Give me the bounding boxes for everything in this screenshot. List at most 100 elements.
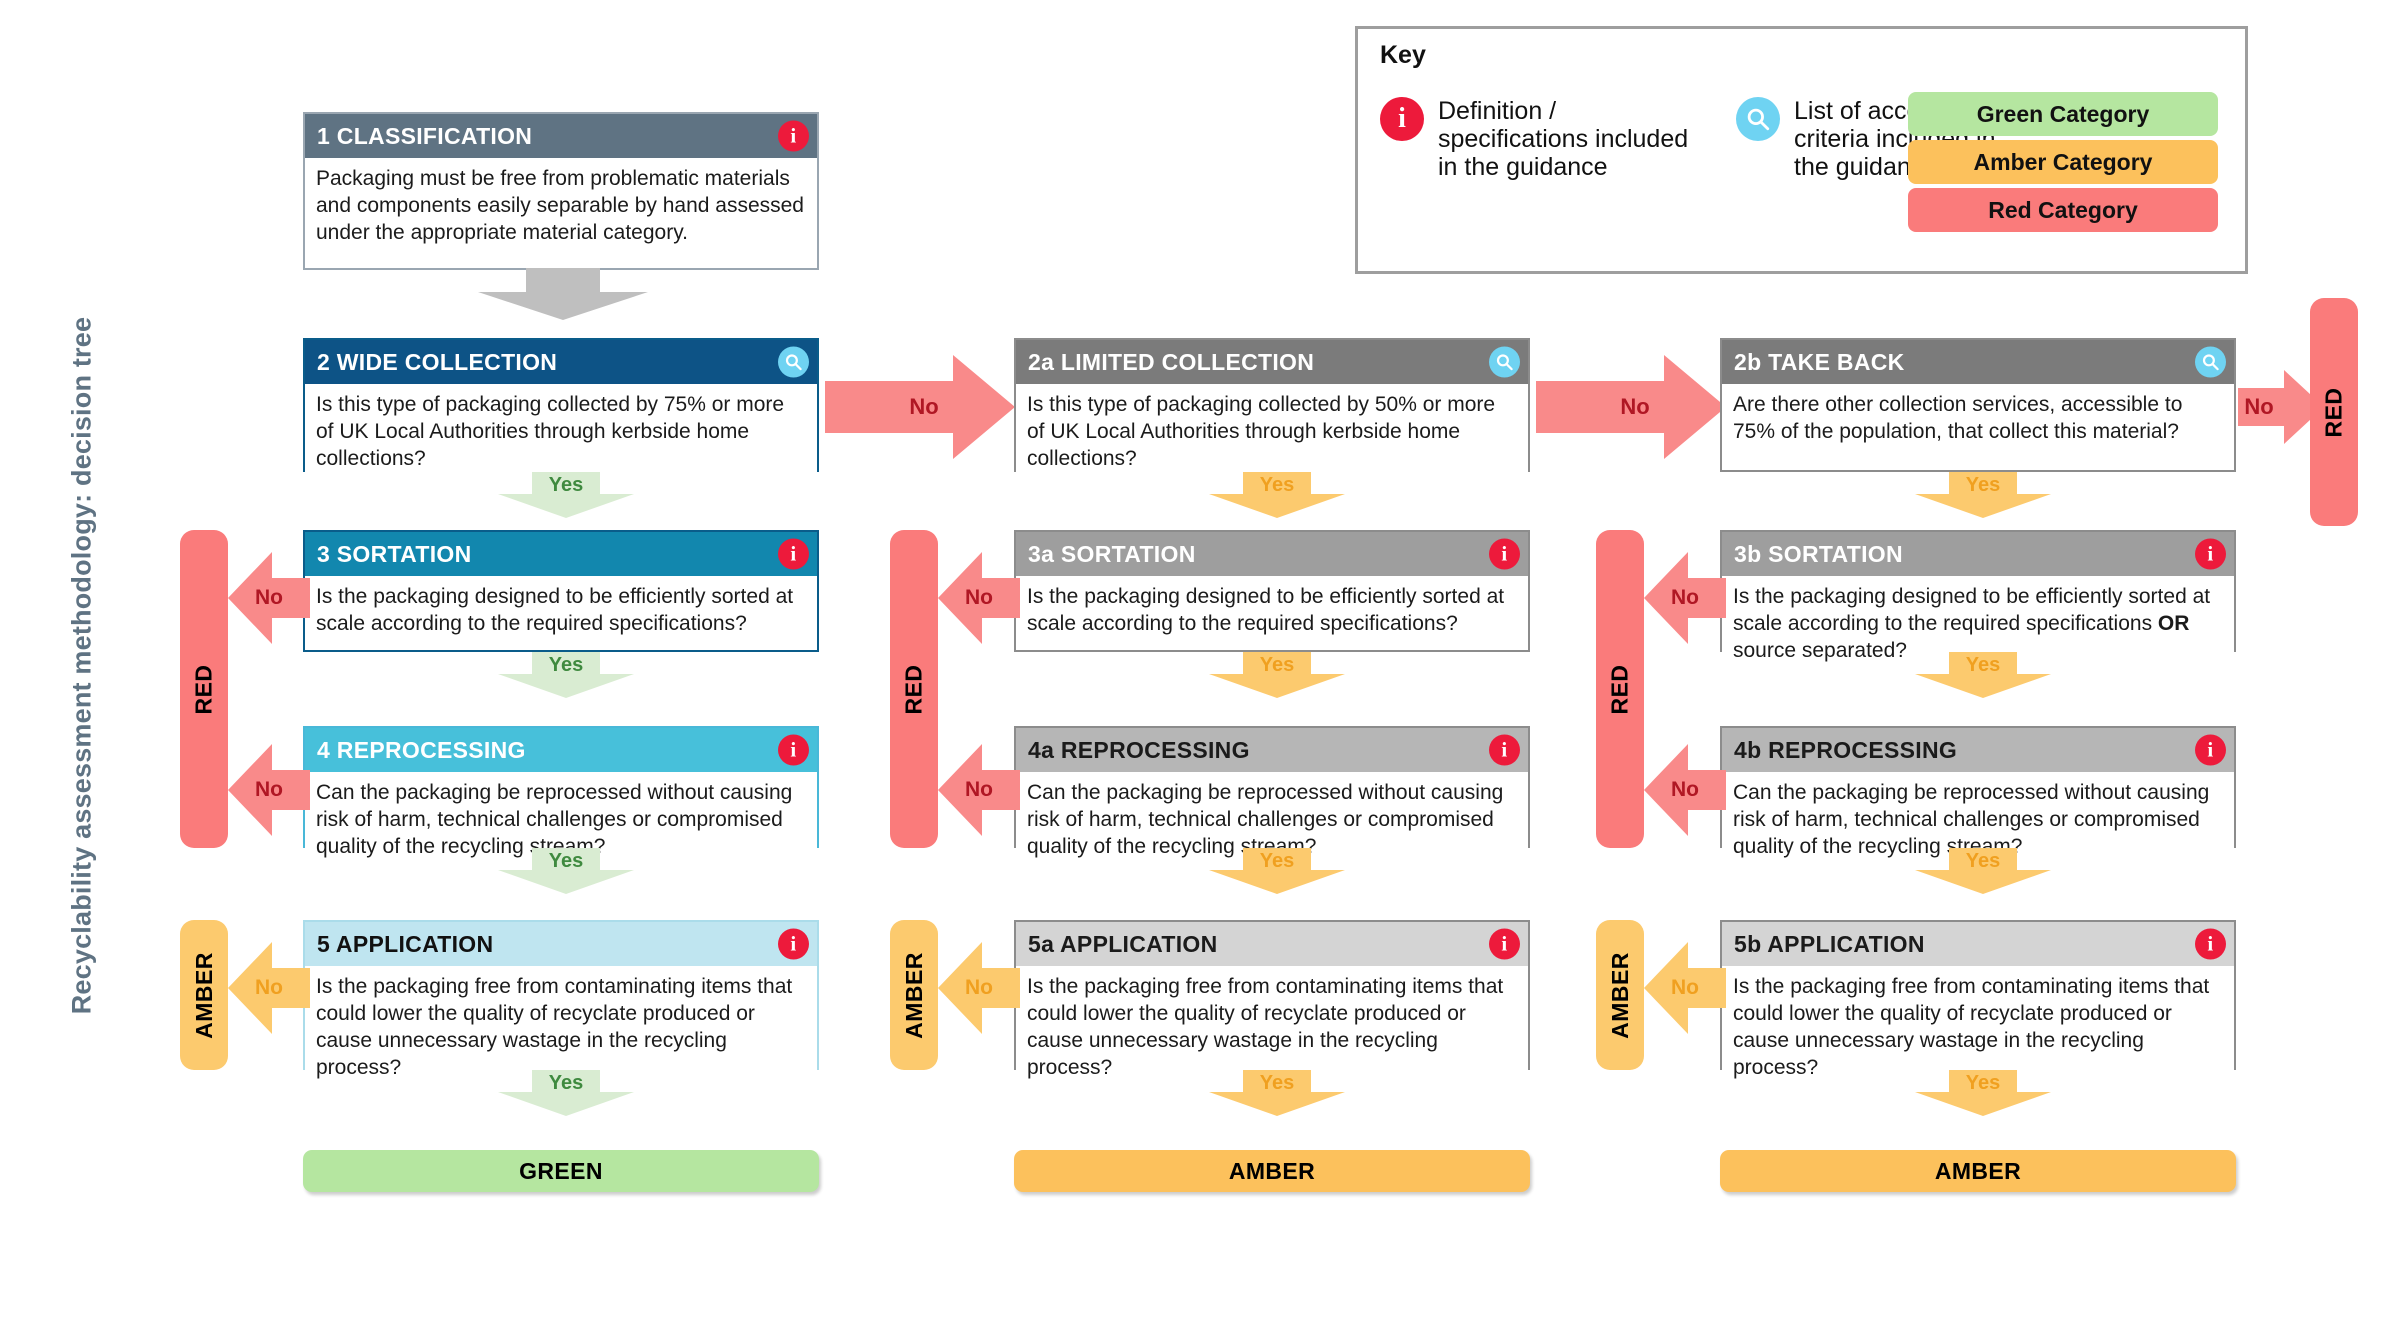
- step-header-sortation-a: 3a SORTATION i: [1016, 532, 1528, 576]
- no-label: No: [1620, 394, 1650, 419]
- search-icon[interactable]: [2195, 346, 2226, 378]
- info-icon[interactable]: i: [2195, 734, 2226, 766]
- no-label: No: [909, 394, 939, 419]
- yes-arrow-application-b-to-amber: Yes: [1915, 1070, 2051, 1116]
- outcome-pill-red-col3-label: RED: [1606, 663, 1633, 715]
- step-title-sortation-b: 3b SORTATION: [1734, 541, 1903, 567]
- no-label: No: [255, 976, 283, 999]
- no-label: No: [255, 586, 283, 609]
- no-label: No: [965, 586, 993, 609]
- step-header-sortation: 3 SORTATION i: [305, 532, 817, 576]
- no-label: No: [2244, 394, 2274, 419]
- step-title-take-back: 2b TAKE BACK: [1734, 349, 1905, 375]
- step-header-application: 5 APPLICATION i: [305, 922, 817, 966]
- step-box-classification[interactable]: 1 CLASSIFICATION i Packaging must be fre…: [303, 112, 819, 270]
- outcome-pill-red-far-right-label: RED: [2320, 386, 2347, 438]
- info-icon[interactable]: i: [2195, 928, 2226, 960]
- yes-label: Yes: [1965, 1072, 2001, 1094]
- outcome-pill-red-far-right: RED: [2310, 298, 2358, 526]
- step-header-limited-collection: 2a LIMITED COLLECTION: [1016, 340, 1528, 384]
- yes-arrow-reprocessing-to-application: Yes: [498, 848, 634, 894]
- step-box-reprocessing-a[interactable]: 4a REPROCESSING i Can the packaging be r…: [1014, 726, 1530, 871]
- outcome-pill-red-col1-label: RED: [190, 663, 217, 715]
- info-icon[interactable]: i: [778, 538, 809, 570]
- key-legend: Key i Definition / specifications includ…: [1355, 26, 2248, 274]
- no-arrow-application-a-to-amber: No: [938, 942, 1020, 1034]
- no-label: No: [965, 976, 993, 999]
- outcome-pill-red-col1: RED: [180, 530, 228, 848]
- result-bar-green: GREEN: [303, 1150, 819, 1192]
- step-box-application-a[interactable]: 5a APPLICATION i Is the packaging free f…: [1014, 920, 1530, 1092]
- no-arrow-application-to-amber: No: [228, 942, 310, 1034]
- step-header-application-a: 5a APPLICATION i: [1016, 922, 1528, 966]
- yes-label: Yes: [1965, 654, 2001, 676]
- yes-arrow-application-a-to-amber: Yes: [1209, 1070, 1345, 1116]
- no-label: No: [965, 778, 993, 801]
- step-box-reprocessing[interactable]: 4 REPROCESSING i Can the packaging be re…: [303, 726, 819, 871]
- step-title-wide-collection: 2 WIDE COLLECTION: [317, 349, 558, 375]
- yes-label: Yes: [1259, 474, 1295, 496]
- step-title-reprocessing: 4 REPROCESSING: [317, 737, 526, 763]
- step-title-classification: 1 CLASSIFICATION: [317, 123, 533, 149]
- step-text-sortation-a: Is the packaging designed to be efficien…: [1016, 576, 1528, 648]
- yes-arrow-wide-to-sortation: Yes: [498, 472, 634, 518]
- step-title-application: 5 APPLICATION: [317, 931, 494, 957]
- info-icon[interactable]: i: [1489, 538, 1520, 570]
- no-arrow-reprocessing-to-red: No: [228, 744, 310, 836]
- step-text-take-back: Are there other collection services, acc…: [1722, 384, 2234, 456]
- key-swatch-red: Red Category: [1908, 188, 2218, 232]
- no-arrow-sortation-b-to-red: No: [1644, 552, 1726, 644]
- info-icon[interactable]: i: [778, 928, 809, 960]
- step-header-reprocessing-a: 4a REPROCESSING i: [1016, 728, 1528, 772]
- yes-label: Yes: [1259, 1072, 1295, 1094]
- search-icon[interactable]: [778, 346, 809, 378]
- step-text-application-b: Is the packaging free from contaminating…: [1722, 966, 2234, 1092]
- info-icon[interactable]: i: [2195, 538, 2226, 570]
- yes-arrow-sortation-a-to-reprocessing-a: Yes: [1209, 652, 1345, 698]
- step-text-reprocessing: Can the packaging be reprocessed without…: [305, 772, 817, 871]
- result-bar-amber-col2: AMBER: [1014, 1150, 1530, 1192]
- step-box-application-b[interactable]: 5b APPLICATION i Is the packaging free f…: [1720, 920, 2236, 1092]
- outcome-pill-amber-col2-label: AMBER: [900, 951, 927, 1039]
- step-header-take-back: 2b TAKE BACK: [1722, 340, 2234, 384]
- step-title-application-b: 5b APPLICATION: [1734, 931, 1925, 957]
- yes-arrow-sortation-to-reprocessing: Yes: [498, 652, 634, 698]
- no-label: No: [1671, 778, 1699, 801]
- no-label: No: [255, 778, 283, 801]
- step-box-sortation-b[interactable]: 3b SORTATION i Is the packaging designed…: [1720, 530, 2236, 675]
- info-icon[interactable]: i: [1489, 928, 1520, 960]
- step-title-reprocessing-a: 4a REPROCESSING: [1028, 737, 1250, 763]
- yes-label: Yes: [1259, 654, 1295, 676]
- no-arrow-reprocessing-b-to-red: No: [1644, 744, 1726, 836]
- step-box-limited-collection[interactable]: 2a LIMITED COLLECTION Is this type of pa…: [1014, 338, 1530, 483]
- key-swatch-green: Green Category: [1908, 92, 2218, 136]
- info-icon[interactable]: i: [778, 734, 809, 766]
- key-item-definition-label: Definition / specifications included in …: [1438, 97, 1689, 181]
- step-box-wide-collection[interactable]: 2 WIDE COLLECTION Is this type of packag…: [303, 338, 819, 483]
- sortation-b-text-before: Is the packaging designed to be efficien…: [1733, 585, 2211, 635]
- step-box-application[interactable]: 5 APPLICATION i Is the packaging free fr…: [303, 920, 819, 1092]
- info-icon[interactable]: i: [778, 120, 809, 152]
- info-icon: i: [1380, 97, 1424, 141]
- key-item-definition: i Definition / specifications included i…: [1380, 97, 1710, 181]
- step-text-wide-collection: Is this type of packaging collected by 7…: [305, 384, 817, 483]
- step-box-take-back[interactable]: 2b TAKE BACK Are there other collection …: [1720, 338, 2236, 472]
- step-text-reprocessing-b: Can the packaging be reprocessed without…: [1722, 772, 2234, 871]
- no-arrow-application-b-to-amber: No: [1644, 942, 1726, 1034]
- yes-label: Yes: [548, 654, 584, 676]
- step-box-sortation[interactable]: 3 SORTATION i Is the packaging designed …: [303, 530, 819, 652]
- info-icon[interactable]: i: [1489, 734, 1520, 766]
- step-box-reprocessing-b[interactable]: 4b REPROCESSING i Can the packaging be r…: [1720, 726, 2236, 871]
- yes-arrow-reprocessing-a-to-application-a: Yes: [1209, 848, 1345, 894]
- yes-arrow-takeback-to-sortation-b: Yes: [1915, 472, 2051, 518]
- search-icon[interactable]: [1489, 346, 1520, 378]
- no-arrow-sortation-to-red: No: [228, 552, 310, 644]
- step-header-application-b: 5b APPLICATION i: [1722, 922, 2234, 966]
- step-text-sortation: Is the packaging designed to be efficien…: [305, 576, 817, 648]
- outcome-pill-amber-col1: AMBER: [180, 920, 228, 1070]
- step-title-reprocessing-b: 4b REPROCESSING: [1734, 737, 1958, 763]
- page-title: Recyclability assessment methodology: de…: [66, 316, 97, 1015]
- step-box-sortation-a[interactable]: 3a SORTATION i Is the packaging designed…: [1014, 530, 1530, 652]
- outcome-pill-red-col3: RED: [1596, 530, 1644, 848]
